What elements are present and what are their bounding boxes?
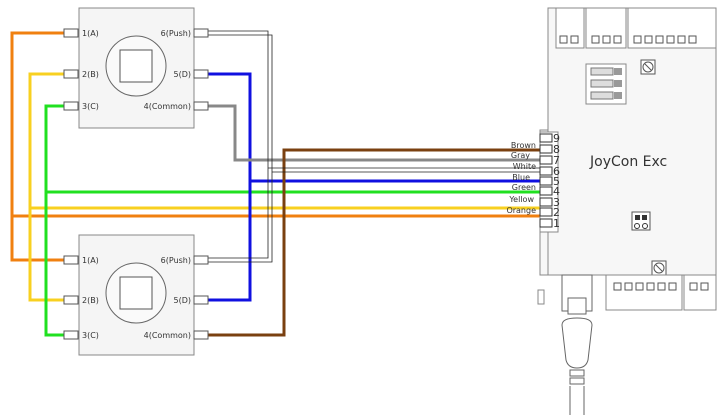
joystick-bottom-pin-1: [63, 255, 79, 265]
terminal-pin-7: 7: [553, 154, 560, 167]
terminal-pin-4: 4: [553, 185, 560, 198]
joycon-device: JoyCon Exc: [537, 7, 717, 415]
joystick-bottom-label-3: 3(C): [82, 331, 99, 340]
wire-terminal-block: [539, 131, 559, 233]
terminal-pin-8: 8: [553, 143, 560, 156]
joystick-bottom-label-1: 1(A): [82, 256, 99, 265]
joystick-top-label-1: 1(A): [82, 29, 99, 38]
joystick-top-pin-6: [193, 28, 209, 38]
wire-white: [206, 30, 540, 263]
joystick-top-pin-5: [193, 69, 209, 79]
wire-label-white: White: [513, 162, 536, 171]
jumper: [631, 211, 651, 231]
joystick-bottom-stick: [119, 276, 153, 310]
joystick-bottom-label-5: 5(D): [174, 296, 192, 305]
joystick-top: 1(A) 2(B) 3(C) 6(Push) 5(D) 4(Common): [63, 7, 209, 129]
terminal-pin-3: 3: [553, 196, 560, 209]
wire-blue: [206, 72, 540, 302]
joystick-top-pin-1: [63, 28, 79, 38]
joystick-top-label-4: 4(Common): [144, 102, 191, 111]
joystick-bottom: 1(A) 2(B) 3(C) 6(Push) 5(D) 4(Common): [63, 234, 209, 356]
terminal-pin-2: 2: [553, 206, 560, 219]
joystick-bottom-pin-5: [193, 295, 209, 305]
wire-label-blue: Blue: [512, 173, 530, 182]
joystick-bottom-label-2: 2(B): [82, 296, 99, 305]
wire-label-brown: Brown: [511, 141, 536, 150]
wire-label-orange: Orange: [506, 206, 536, 215]
wires: [10, 31, 540, 337]
joystick-bottom-pin-3: [63, 330, 79, 340]
bottom-connector-1: [605, 274, 683, 311]
joystick-top-label-6: 6(Push): [161, 29, 191, 38]
terminal-pin-numbers: 9 8 7 6 5 4 3 2 1: [553, 132, 560, 230]
wire-label-gray: Gray: [511, 151, 530, 160]
wire-gray: [206, 104, 540, 162]
joystick-bottom-pin-6: [193, 255, 209, 265]
terminal-pin-5: 5: [553, 175, 560, 188]
joystick-top-label-3: 3(C): [82, 102, 99, 111]
trimmer-icon-bottom: [651, 260, 667, 276]
device-title: JoyCon Exc: [589, 154, 667, 170]
joystick-top-label-2: 2(B): [82, 70, 99, 79]
cable-gland: [561, 274, 593, 415]
joystick-top-label-5: 5(D): [174, 70, 192, 79]
joystick-top-pin-2: [63, 69, 79, 79]
wire-label-yellow: Yellow: [508, 195, 534, 204]
terminal-pin-1: 1: [553, 217, 560, 230]
wire-labels: Brown Gray White Blue Green Yellow Orang…: [506, 141, 536, 215]
joystick-bottom-label-6: 6(Push): [161, 256, 191, 265]
joystick-bottom-pin-2: [63, 295, 79, 305]
trimmer-icon-top: [640, 59, 656, 75]
bottom-connector-2: [683, 274, 717, 311]
joystick-bottom-pin-4: [193, 330, 209, 340]
joystick-bottom-label-4: 4(Common): [144, 331, 191, 340]
joystick-top-pin-4: [193, 101, 209, 111]
joystick-top-pin-3: [63, 101, 79, 111]
wire-label-green: Green: [512, 183, 536, 192]
wire-orange: [10, 31, 540, 262]
joystick-top-stick: [119, 49, 153, 83]
terminal-pin-9: 9: [553, 132, 560, 145]
wire-brown: [206, 148, 540, 337]
terminal-pin-6: 6: [553, 165, 560, 178]
wire-green: [44, 104, 540, 337]
